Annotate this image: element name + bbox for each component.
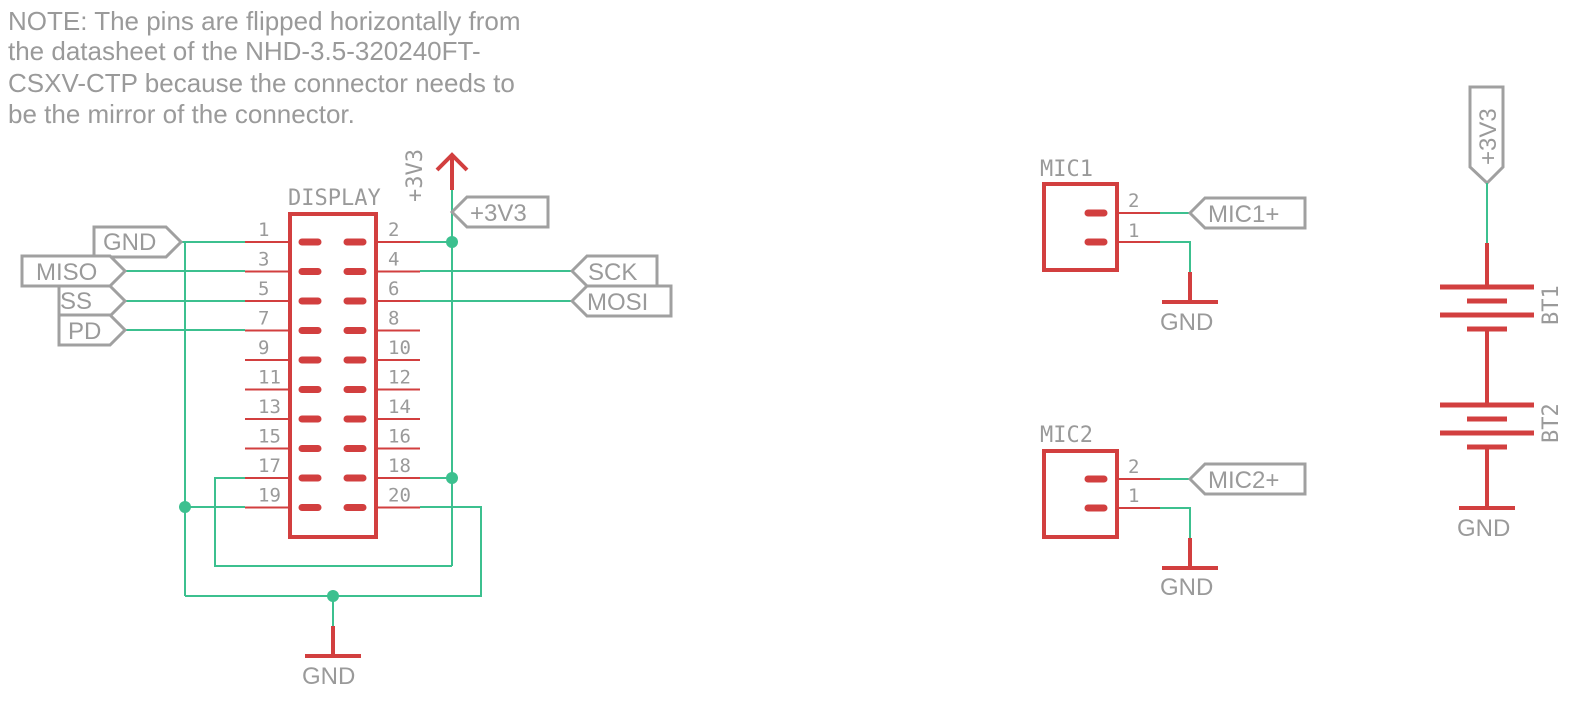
display-pin-left-label: 9	[258, 337, 269, 359]
display-pin-left-label: 19	[258, 485, 281, 507]
tag-gnd: GND	[92, 225, 184, 259]
junction-gnd-pin19	[179, 501, 191, 513]
tag-gnd-label: GND	[103, 229, 156, 256]
display-pin-right-label: 6	[388, 278, 399, 300]
display-pin-right-label: 10	[388, 337, 411, 359]
supply-3v3-vertical-label: +3V3	[403, 149, 428, 202]
tag-mic2p-label: MIC2+	[1208, 467, 1279, 494]
tag-mic1p-label: MIC1+	[1208, 201, 1279, 228]
tag-mosi: MOSI	[569, 284, 673, 318]
mic2-body	[1042, 449, 1119, 539]
mic1-connector: MIC1 2 1 GND MIC1+	[1040, 157, 1307, 336]
display-pin-left-label: 3	[258, 249, 269, 271]
note-line-1: NOTE: The pins are flipped horizontally …	[8, 6, 521, 36]
display-pin-right-label: 14	[388, 396, 411, 418]
display-3v3-supply: +3V3	[403, 149, 469, 202]
mic1-pin-2: 2	[1128, 190, 1139, 212]
display-pin-left-label: 5	[258, 278, 269, 300]
note-line-2: the datasheet of the NHD-3.5-320240FT-	[8, 36, 481, 66]
display-gnd-label: GND	[302, 663, 355, 690]
junction-3v3-pin2	[446, 236, 458, 248]
display-pin-left-label: 15	[258, 426, 281, 448]
display-pin-right-label: 8	[388, 308, 399, 330]
tag-miso-label: MISO	[36, 259, 97, 286]
display-pin-right-label: 12	[388, 367, 411, 389]
tag-ss: SS	[57, 284, 128, 318]
display-pin-right-label: 16	[388, 426, 411, 448]
bt1-ref: BT1	[1539, 285, 1564, 325]
display-pin-right-label: 2	[388, 219, 399, 241]
wire-pin17-loop	[214, 477, 452, 567]
mic2-pin-2: 2	[1128, 456, 1139, 478]
tag-3v3-display: +3V3	[449, 195, 550, 229]
display-pin-left-label: 13	[258, 396, 281, 418]
wire-pin20-loop	[185, 506, 482, 597]
display-pin-left-label: 7	[258, 308, 269, 330]
mic1-pin-1: 1	[1128, 220, 1139, 242]
display-pin-left-label: 11	[258, 367, 281, 389]
tag-3v3-battery	[1468, 85, 1505, 186]
display-gnd-symbol: GND	[302, 626, 361, 690]
bt2-ref: BT2	[1539, 403, 1564, 443]
note-line-4: be the mirror of the connector.	[8, 99, 355, 129]
mic1-gnd-label: GND	[1160, 309, 1213, 336]
mic2-gnd-label: GND	[1160, 574, 1213, 601]
junction-3v3-pin18	[446, 472, 458, 484]
tag-3v3-display-label: +3V3	[470, 200, 527, 227]
battery-stack: +3V3 BT1 BT2 GND	[1440, 85, 1564, 542]
display-pin-left-label: 1	[258, 219, 269, 241]
tag-pd: PD	[57, 313, 128, 347]
mic2-connector: MIC2 2 1 GND MIC2+	[1040, 423, 1307, 601]
bt-gnd-label: GND	[1457, 515, 1510, 542]
display-wiring	[125, 160, 572, 626]
display-body	[288, 212, 378, 539]
mic2-pin-1: 1	[1128, 485, 1139, 507]
display-pin-right-label: 4	[388, 249, 399, 271]
display-pin-left-label: 17	[258, 455, 281, 477]
tag-miso: MISO	[20, 254, 128, 288]
display-ref: DISPLAY	[288, 186, 381, 211]
tag-ss-label: SS	[60, 288, 92, 315]
tag-sck: SCK	[569, 254, 659, 288]
junction-gnd-bottom	[327, 590, 339, 602]
tag-3v3-battery-label: +3V3	[1475, 108, 1502, 165]
display-pin-right-label: 20	[388, 485, 411, 507]
note-block: NOTE: The pins are flipped horizontally …	[8, 6, 521, 129]
mic1-wire-gnd	[1160, 241, 1191, 272]
tag-mosi-label: MOSI	[587, 289, 648, 316]
mic2-ref: MIC2	[1040, 423, 1093, 448]
tag-mic2p	[1187, 462, 1307, 496]
tag-pd-label: PD	[68, 318, 101, 345]
mic1-body	[1042, 182, 1119, 272]
mic1-ref: MIC1	[1040, 157, 1093, 182]
tag-sck-label: SCK	[588, 259, 637, 286]
mic2-wire-gnd	[1160, 507, 1191, 538]
tag-mic1p	[1187, 196, 1307, 230]
display-pin-right-label: 18	[388, 455, 411, 477]
note-line-3: CSXV-CTP because the connector needs to	[8, 68, 515, 98]
